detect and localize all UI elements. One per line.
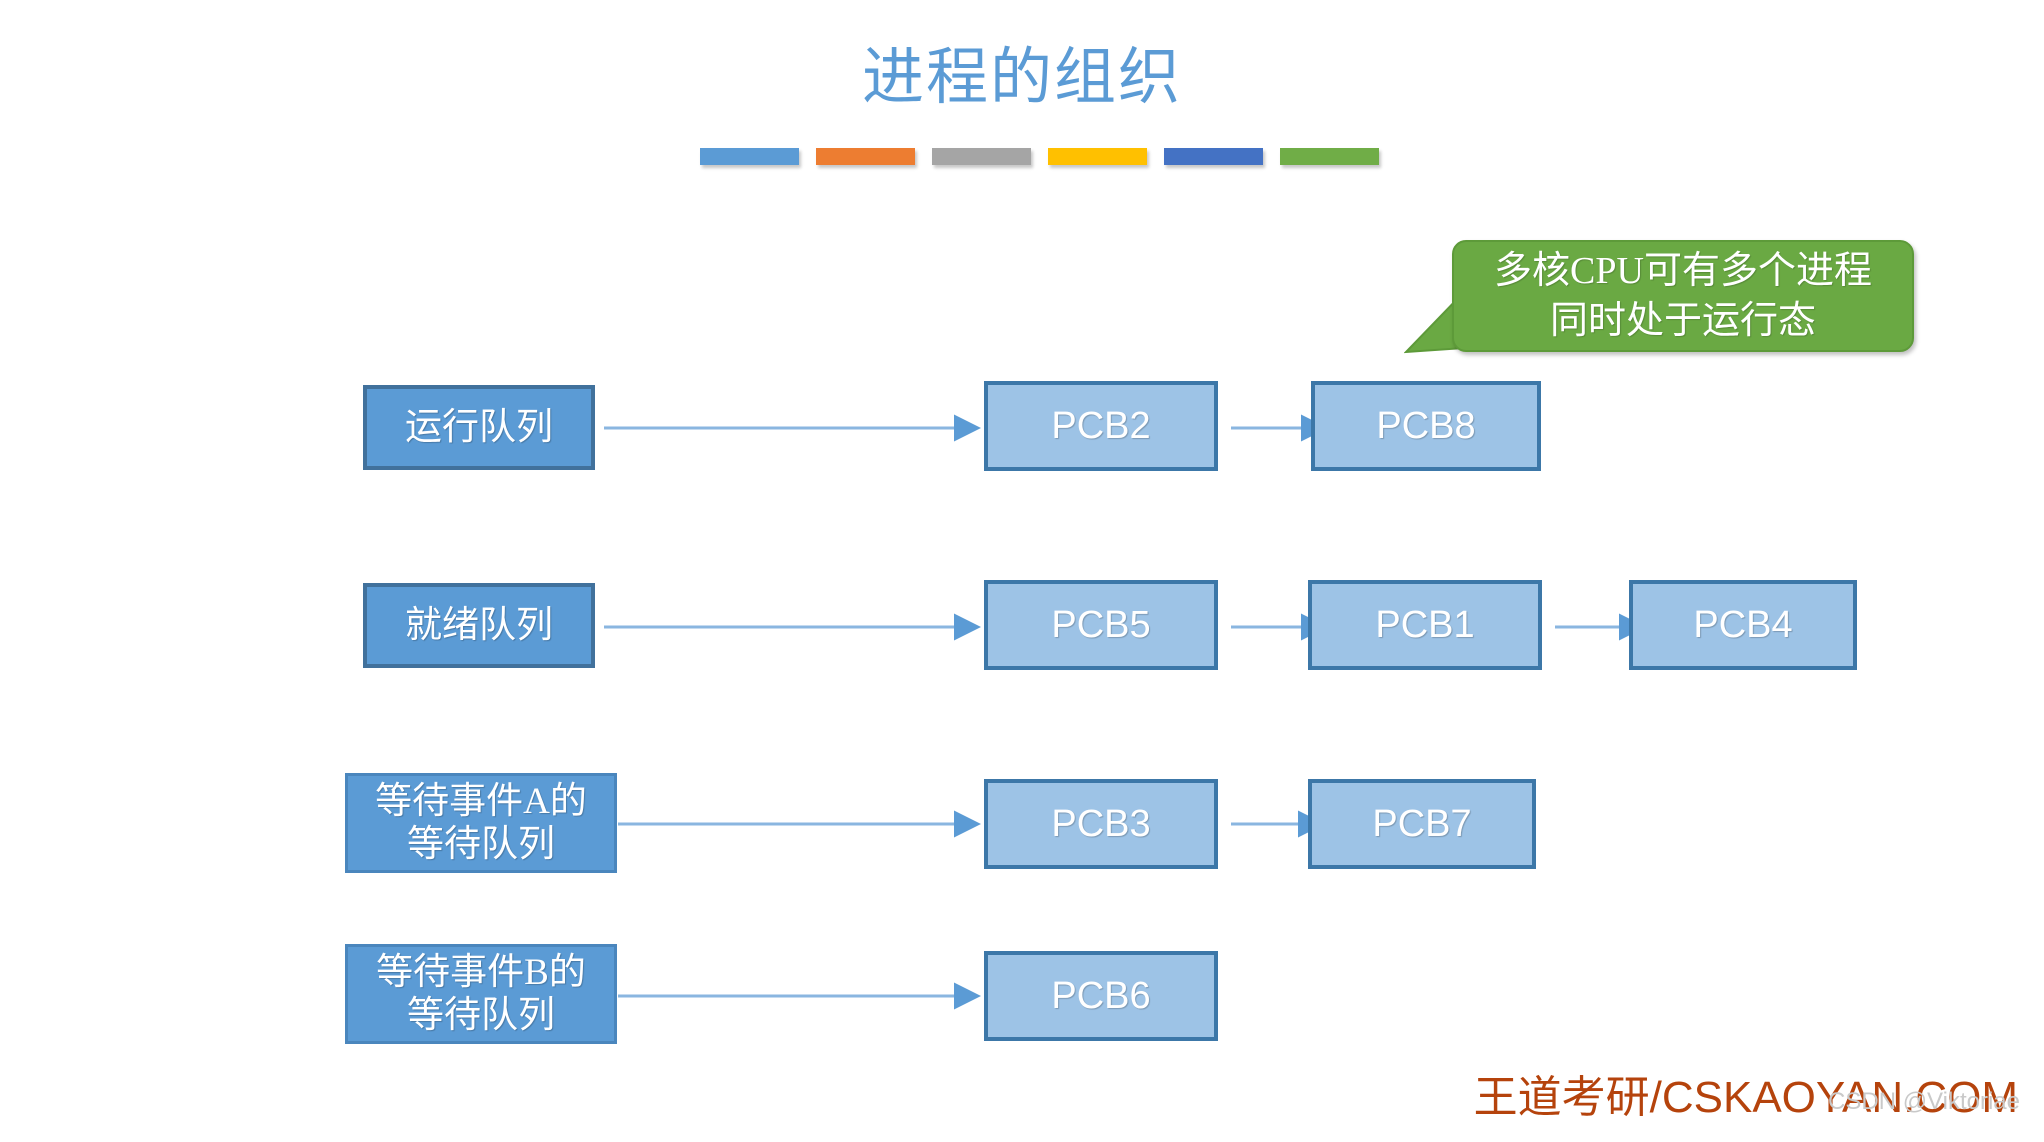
queue-label-line-2: 等待队列 bbox=[407, 995, 555, 1036]
queue-box-ready-queue[interactable]: 就绪队列 bbox=[363, 583, 595, 668]
queue-box-wait-queue-b[interactable]: 等待事件B的 等待队列 bbox=[345, 944, 617, 1044]
rule-bar-yellow bbox=[1048, 148, 1147, 165]
pcb-box-pcb8[interactable]: PCB8 bbox=[1311, 381, 1541, 471]
callout-tail-icon bbox=[1404, 290, 1464, 354]
pcb-label: PCB1 bbox=[1375, 604, 1475, 646]
rule-bar-darkblue bbox=[1164, 148, 1263, 165]
rule-bar-orange bbox=[816, 148, 915, 165]
callout-bubble: 多核CPU可有多个进程 同时处于运行态 bbox=[1452, 240, 1914, 352]
queue-label-line-1: 就绪队列 bbox=[405, 605, 553, 646]
queue-label-line-1: 运行队列 bbox=[405, 407, 553, 448]
pcb-label: PCB8 bbox=[1376, 405, 1476, 447]
pcb-box-pcb2[interactable]: PCB2 bbox=[984, 381, 1218, 471]
pcb-box-pcb4[interactable]: PCB4 bbox=[1629, 580, 1857, 670]
title-color-rule bbox=[700, 148, 1379, 165]
rule-bar-blue bbox=[700, 148, 799, 165]
queue-label-line-1: 等待事件A的 bbox=[375, 781, 587, 822]
pcb-box-pcb5[interactable]: PCB5 bbox=[984, 580, 1218, 670]
queue-label-line-1: 等待事件B的 bbox=[376, 952, 586, 993]
callout-line-2: 同时处于运行态 bbox=[1549, 300, 1816, 342]
pcb-label: PCB5 bbox=[1051, 604, 1151, 646]
callout-line-1: 多核CPU可有多个进程 bbox=[1494, 250, 1872, 292]
pcb-box-pcb6[interactable]: PCB6 bbox=[984, 951, 1218, 1041]
pcb-label: PCB7 bbox=[1372, 803, 1472, 845]
queue-box-run-queue[interactable]: 运行队列 bbox=[363, 385, 595, 470]
rule-bar-gray bbox=[932, 148, 1031, 165]
page-title: 进程的组织 bbox=[861, 44, 1182, 112]
pcb-label: PCB6 bbox=[1051, 975, 1151, 1017]
brand-watermark: 王道考研/CSKAOYAN.COM bbox=[1473, 1073, 2018, 1122]
pcb-box-pcb3[interactable]: PCB3 bbox=[984, 779, 1218, 869]
pcb-box-pcb1[interactable]: PCB1 bbox=[1308, 580, 1542, 670]
queue-label-line-2: 等待队列 bbox=[407, 824, 555, 865]
pcb-box-pcb7[interactable]: PCB7 bbox=[1308, 779, 1536, 869]
pcb-label: PCB4 bbox=[1693, 604, 1793, 646]
pcb-label: PCB2 bbox=[1051, 405, 1151, 447]
csdn-watermark: CSDN @Viktoriae bbox=[1828, 1088, 2020, 1115]
rule-bar-green bbox=[1280, 148, 1379, 165]
pcb-label: PCB3 bbox=[1051, 803, 1151, 845]
queue-box-wait-queue-a[interactable]: 等待事件A的 等待队列 bbox=[345, 773, 617, 873]
